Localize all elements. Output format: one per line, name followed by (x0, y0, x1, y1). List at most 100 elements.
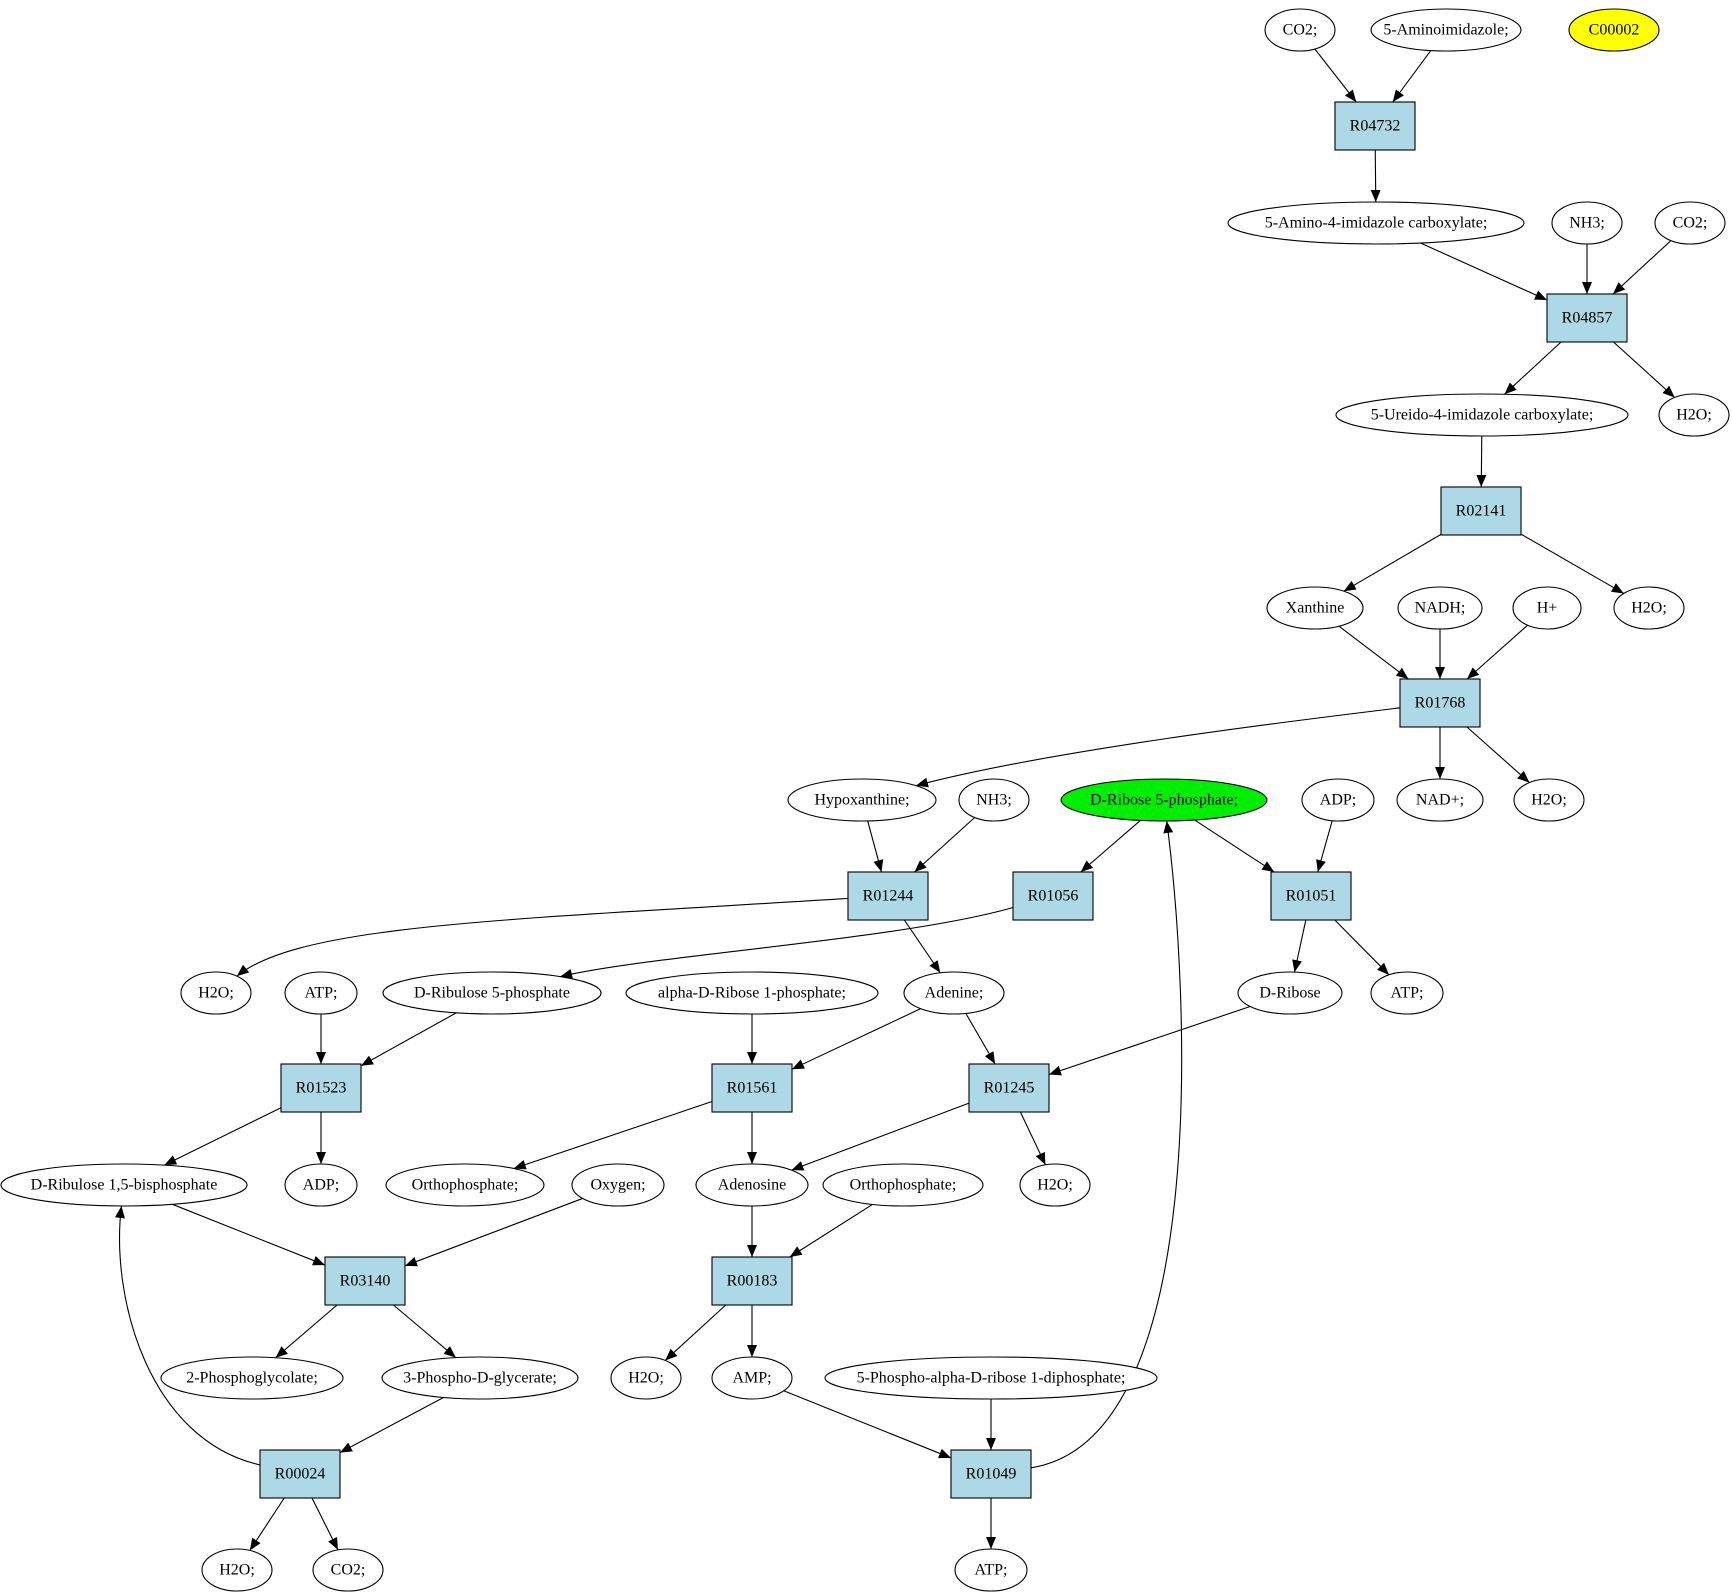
metabolite-ellipse[interactable] (954, 1548, 1028, 1592)
metabolite-node-ribulose15bp[interactable]: D-Ribulose 1,5-bisphosphate (0, 1163, 248, 1207)
reaction-box[interactable] (1440, 486, 1522, 536)
metabolite-node-atp-b[interactable]: ATP; (1370, 971, 1444, 1015)
metabolite-ellipse[interactable] (1060, 778, 1268, 822)
metabolite-ellipse[interactable] (1551, 201, 1623, 245)
metabolite-node-h2o-f[interactable]: H2O; (610, 1356, 682, 1400)
metabolite-ellipse[interactable] (1370, 971, 1444, 1015)
reaction-box[interactable] (1334, 101, 1416, 151)
metabolite-ellipse[interactable] (711, 1356, 793, 1400)
reaction-node-r00024[interactable]: R00024 (259, 1449, 341, 1499)
metabolite-node-phosphoglycolate[interactable]: 2-Phosphoglycolate; (160, 1356, 344, 1400)
metabolite-node-adp-a[interactable]: ADP; (1301, 778, 1375, 822)
metabolite-node-nh3-a[interactable]: NH3; (1551, 201, 1623, 245)
metabolite-node-dribose[interactable]: D-Ribose (1237, 971, 1343, 1015)
metabolite-ellipse[interactable] (1301, 778, 1375, 822)
metabolite-node-atp-c[interactable]: ATP; (954, 1548, 1028, 1592)
metabolite-ellipse[interactable] (312, 1548, 384, 1592)
metabolite-ellipse[interactable] (824, 1356, 1158, 1400)
metabolite-ellipse[interactable] (1397, 586, 1483, 630)
reaction-box[interactable] (324, 1256, 406, 1306)
metabolite-ellipse[interactable] (381, 1356, 579, 1400)
reaction-node-r01049[interactable]: R01049 (950, 1449, 1032, 1499)
metabolite-node-atp-a[interactable]: ATP; (284, 971, 358, 1015)
metabolite-node-ribose1p[interactable]: alpha-D-Ribose 1-phosphate; (625, 971, 879, 1015)
reaction-box[interactable] (950, 1449, 1032, 1499)
metabolite-node-nadplus[interactable]: NAD+; (1396, 778, 1484, 822)
metabolite-node-oxygen[interactable]: Oxygen; (571, 1163, 665, 1207)
metabolite-node-h2o-b[interactable]: H2O; (1613, 586, 1685, 630)
metabolite-node-3pg[interactable]: 3-Phospho-D-glycerate; (381, 1356, 579, 1400)
metabolite-node-aminoimidazole[interactable]: 5-Aminoimidazole; (1370, 8, 1522, 52)
metabolite-ellipse[interactable] (1568, 8, 1660, 52)
metabolite-ellipse[interactable] (1396, 778, 1484, 822)
metabolite-node-c00002[interactable]: C00002 (1568, 8, 1660, 52)
metabolite-ellipse[interactable] (1512, 586, 1582, 630)
reaction-box[interactable] (847, 871, 929, 921)
metabolite-node-nadh[interactable]: NADH; (1397, 586, 1483, 630)
metabolite-ellipse[interactable] (787, 778, 937, 822)
metabolite-node-h2o-g[interactable]: H2O; (201, 1548, 273, 1592)
reaction-box[interactable] (1546, 293, 1628, 343)
reaction-node-r01245[interactable]: R01245 (968, 1063, 1050, 1113)
metabolite-ellipse[interactable] (625, 971, 879, 1015)
metabolite-ellipse[interactable] (1264, 8, 1336, 52)
metabolite-ellipse[interactable] (180, 971, 252, 1015)
metabolite-ellipse[interactable] (1266, 586, 1364, 630)
metabolite-ellipse[interactable] (822, 1163, 984, 1207)
metabolite-ellipse[interactable] (571, 1163, 665, 1207)
metabolite-node-adp-b[interactable]: ADP; (284, 1163, 358, 1207)
reaction-node-r01768[interactable]: R01768 (1399, 678, 1481, 728)
metabolite-ellipse[interactable] (1613, 586, 1685, 630)
reaction-box[interactable] (1012, 871, 1094, 921)
metabolite-node-ureido[interactable]: 5-Ureido-4-imidazole carboxylate; (1335, 393, 1629, 437)
metabolite-node-h2o-c[interactable]: H2O; (1513, 778, 1585, 822)
metabolite-ellipse[interactable] (1513, 778, 1585, 822)
metabolite-ellipse[interactable] (1654, 201, 1726, 245)
metabolite-ellipse[interactable] (385, 1163, 545, 1207)
metabolite-ellipse[interactable] (1019, 1163, 1091, 1207)
metabolite-node-co2-c[interactable]: CO2; (312, 1548, 384, 1592)
reaction-node-r01561[interactable]: R01561 (711, 1063, 793, 1113)
metabolite-node-prpp[interactable]: 5-Phospho-alpha-D-ribose 1-diphosphate; (824, 1356, 1158, 1400)
metabolite-node-orthop-a[interactable]: Orthophosphate; (385, 1163, 545, 1207)
metabolite-node-adenosine[interactable]: Adenosine (695, 1163, 809, 1207)
reaction-box[interactable] (1399, 678, 1481, 728)
metabolite-ellipse[interactable] (0, 1163, 248, 1207)
metabolite-node-amp[interactable]: AMP; (711, 1356, 793, 1400)
metabolite-node-amino-imid-carbox[interactable]: 5-Amino-4-imidazole carboxylate; (1227, 201, 1525, 245)
metabolite-node-adenine[interactable]: Adenine; (903, 971, 1005, 1015)
metabolite-ellipse[interactable] (1370, 8, 1522, 52)
metabolite-ellipse[interactable] (1237, 971, 1343, 1015)
reaction-node-r02141[interactable]: R02141 (1440, 486, 1522, 536)
metabolite-node-co2-a[interactable]: CO2; (1264, 8, 1336, 52)
metabolite-node-hplus[interactable]: H+ (1512, 586, 1582, 630)
metabolite-node-h2o-a[interactable]: H2O; (1658, 393, 1730, 437)
reaction-node-r03140[interactable]: R03140 (324, 1256, 406, 1306)
metabolite-node-hypoxanthine[interactable]: Hypoxanthine; (787, 778, 937, 822)
metabolite-ellipse[interactable] (382, 971, 602, 1015)
metabolite-ellipse[interactable] (1658, 393, 1730, 437)
reaction-box[interactable] (1270, 871, 1352, 921)
reaction-node-r04732[interactable]: R04732 (1334, 101, 1416, 151)
reaction-node-r04857[interactable]: R04857 (1546, 293, 1628, 343)
metabolite-ellipse[interactable] (1335, 393, 1629, 437)
metabolite-ellipse[interactable] (903, 971, 1005, 1015)
metabolite-ellipse[interactable] (1227, 201, 1525, 245)
reaction-box[interactable] (711, 1063, 793, 1113)
reaction-node-r01056[interactable]: R01056 (1012, 871, 1094, 921)
metabolite-ellipse[interactable] (284, 971, 358, 1015)
metabolite-ellipse[interactable] (284, 1163, 358, 1207)
metabolite-node-ribulose5p[interactable]: D-Ribulose 5-phosphate (382, 971, 602, 1015)
reaction-node-r01051[interactable]: R01051 (1270, 871, 1352, 921)
metabolite-ellipse[interactable] (160, 1356, 344, 1400)
reaction-box[interactable] (280, 1063, 362, 1113)
reaction-node-r00183[interactable]: R00183 (711, 1256, 793, 1306)
metabolite-ellipse[interactable] (958, 778, 1030, 822)
metabolite-ellipse[interactable] (201, 1548, 273, 1592)
metabolite-node-xanthine[interactable]: Xanthine (1266, 586, 1364, 630)
metabolite-node-co2-b[interactable]: CO2; (1654, 201, 1726, 245)
reaction-node-r01244[interactable]: R01244 (847, 871, 929, 921)
metabolite-node-h2o-e[interactable]: H2O; (1019, 1163, 1091, 1207)
metabolite-node-ribose5p[interactable]: D-Ribose 5-phosphate; (1060, 778, 1268, 822)
metabolite-node-h2o-d[interactable]: H2O; (180, 971, 252, 1015)
